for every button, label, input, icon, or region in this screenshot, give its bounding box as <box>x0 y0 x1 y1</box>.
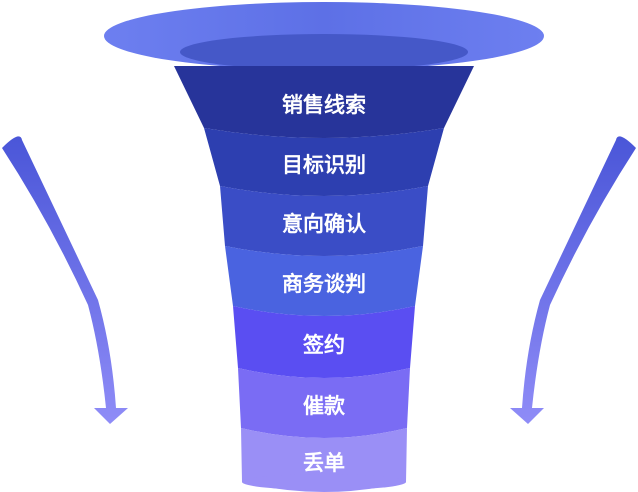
funnel-stage-label: 催款 <box>303 394 346 418</box>
funnel-stage-label: 销售线索 <box>282 93 366 117</box>
funnel-rim <box>104 2 544 70</box>
funnel-stage-band <box>220 186 428 256</box>
funnel-stage-label: 意向确认 <box>282 212 366 236</box>
funnel-rim-inner <box>180 34 468 70</box>
funnel-bands <box>174 66 474 492</box>
funnel-stage-band <box>233 306 415 378</box>
funnel-stage-band <box>174 66 474 138</box>
funnel-stage-band <box>204 128 444 196</box>
funnel-stage-band <box>225 246 423 316</box>
funnel-stage-label: 签约 <box>302 333 345 357</box>
funnel-stage-label: 丢单 <box>303 451 345 475</box>
left-arrow <box>2 136 128 424</box>
right-arrow <box>510 136 636 424</box>
funnel-stage-label: 商务谈判 <box>282 272 366 296</box>
funnel-bottom-cap <box>242 474 406 490</box>
funnel-stage-band <box>238 368 410 438</box>
funnel-stage-label: 目标识别 <box>282 153 366 177</box>
